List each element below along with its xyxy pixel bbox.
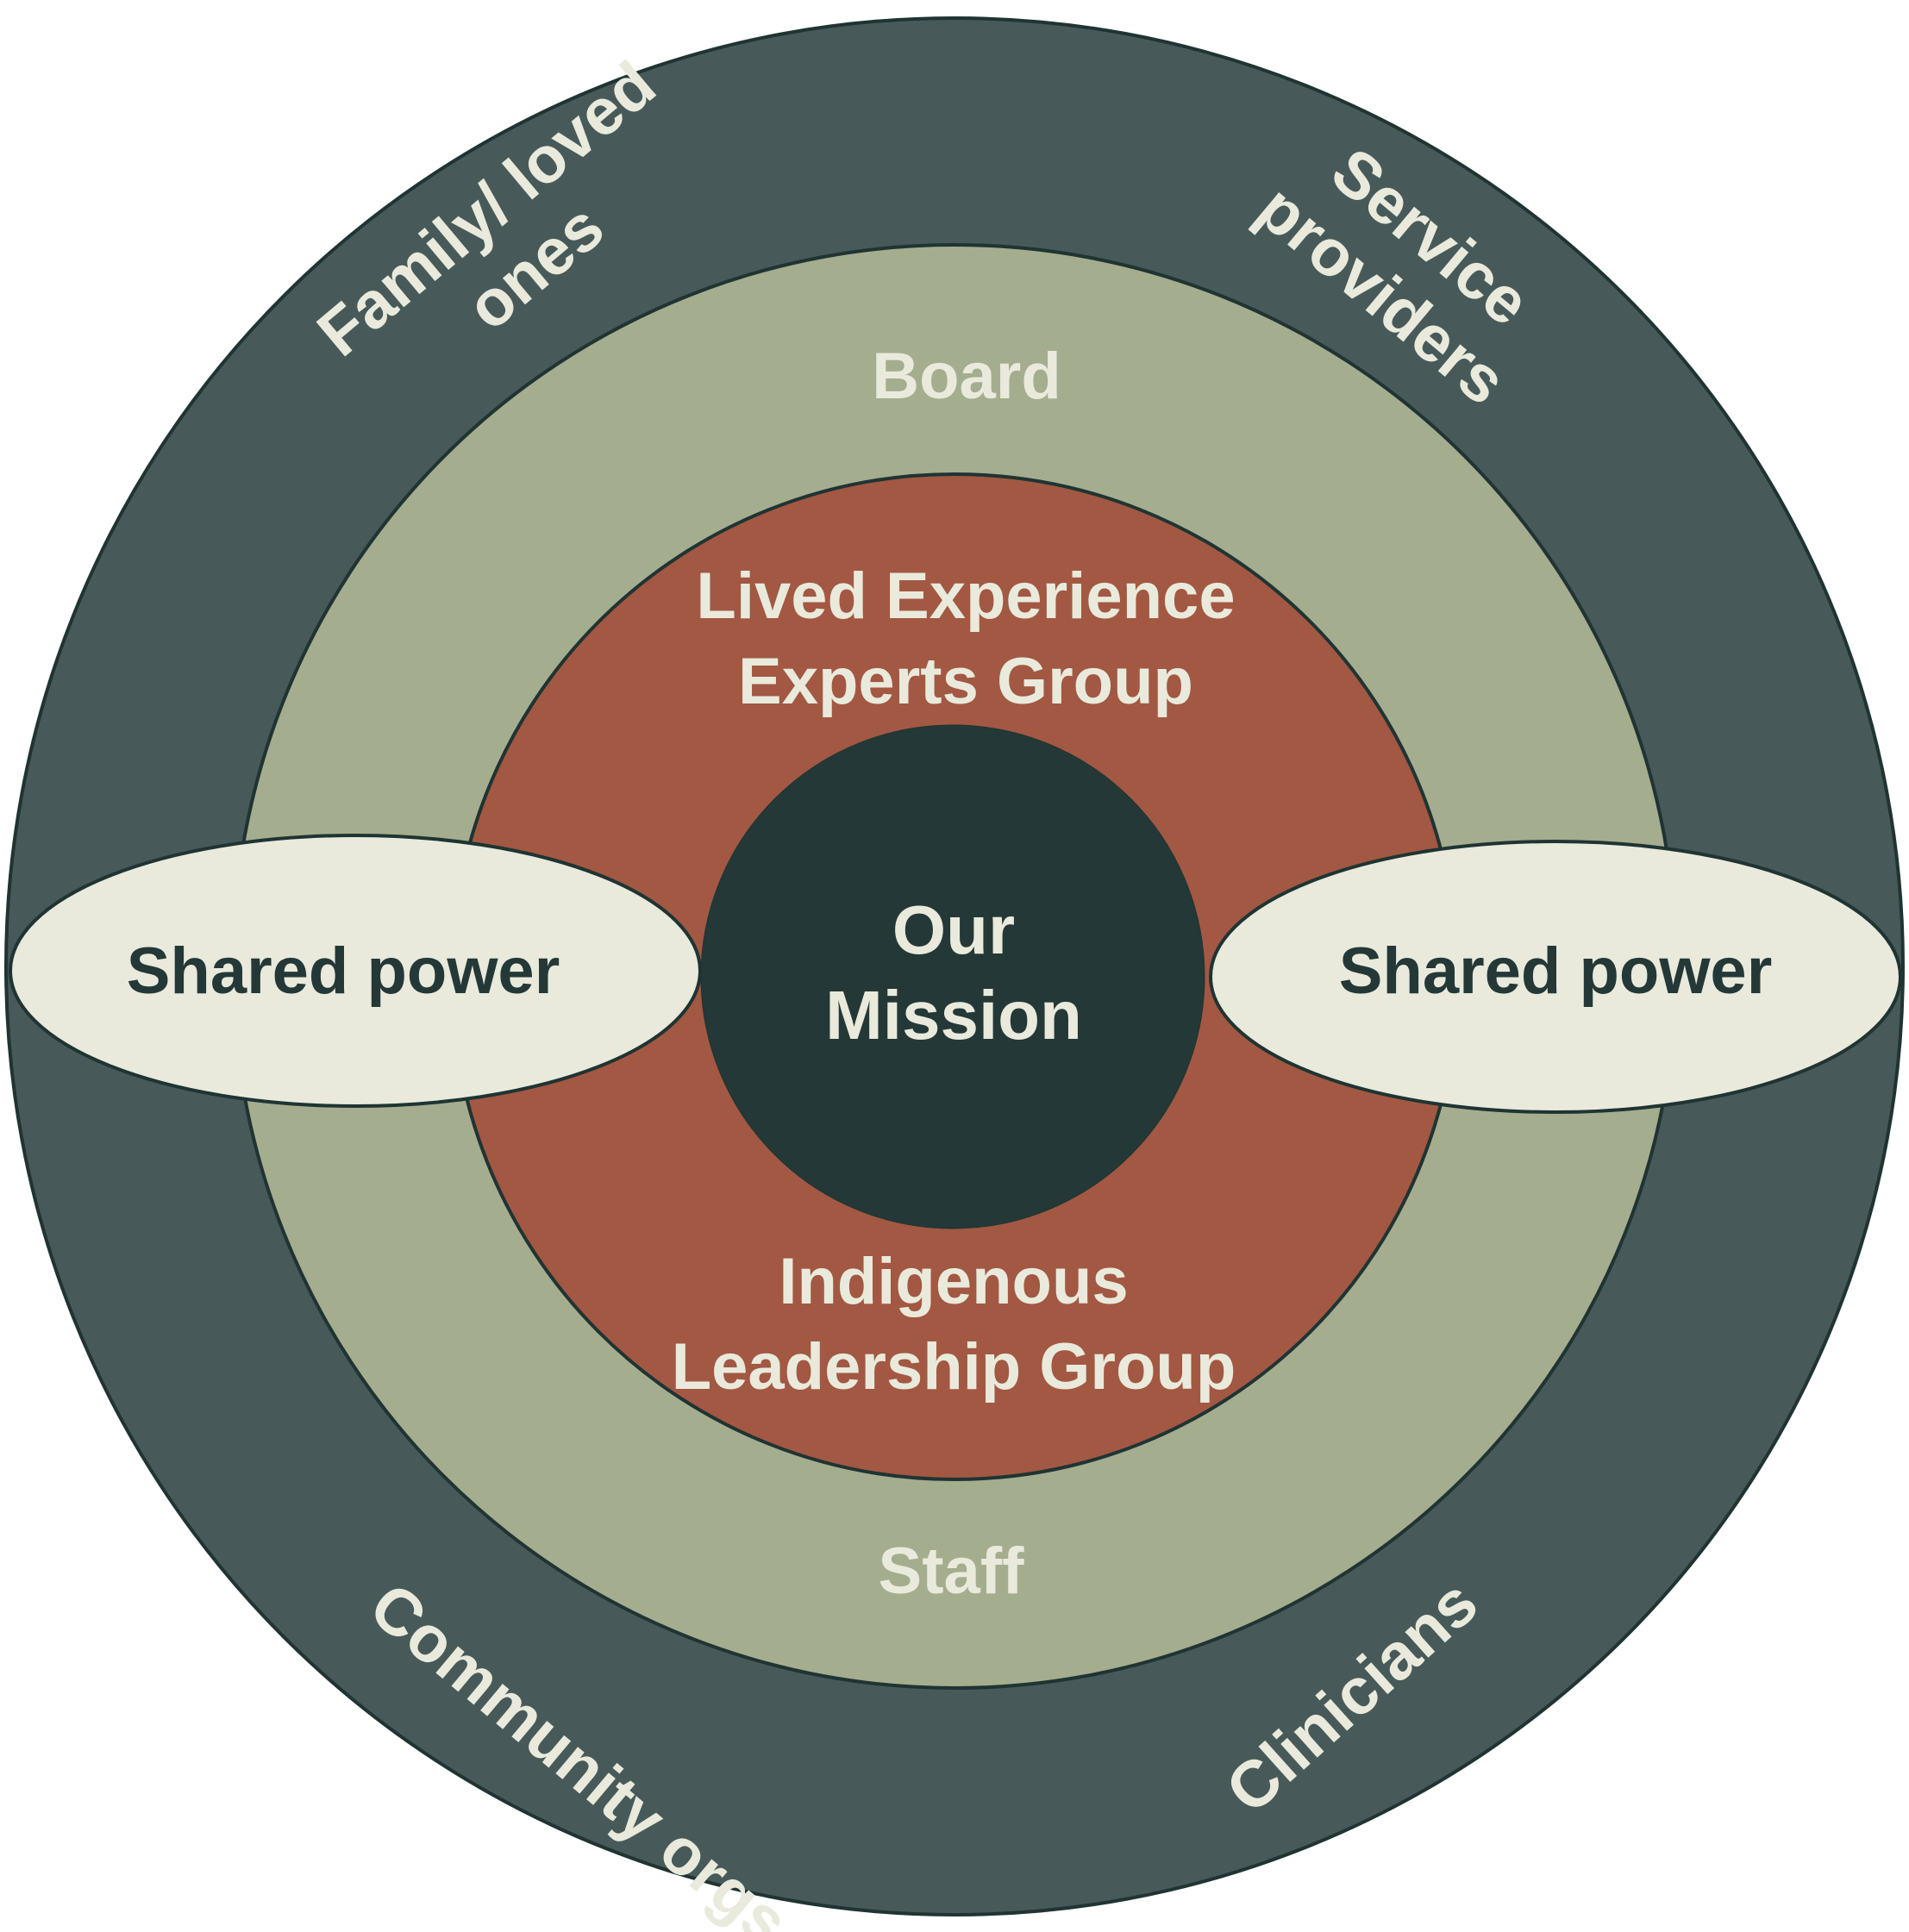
indigenous-leadership-label-line1: Indigenous bbox=[779, 1245, 1128, 1318]
lived-experience-label-line2: Experts Group bbox=[738, 645, 1193, 718]
indigenous-leadership-label-line2: Leadership Group bbox=[672, 1330, 1236, 1404]
lived-experience-label-line1: Lived Experience bbox=[696, 560, 1235, 633]
board-label: Board bbox=[872, 340, 1061, 413]
our-mission-label-line2: Mission bbox=[825, 977, 1082, 1054]
our-mission-label-line1: Our bbox=[892, 891, 1015, 968]
shared-power-left-label: Shared power bbox=[127, 935, 560, 1008]
shared-power-left-ellipse bbox=[9, 834, 702, 1108]
staff-label: Staff bbox=[879, 1535, 1025, 1608]
shared-power-right-label: Shared power bbox=[1339, 935, 1773, 1008]
shared-power-right-ellipse bbox=[1209, 840, 1902, 1114]
